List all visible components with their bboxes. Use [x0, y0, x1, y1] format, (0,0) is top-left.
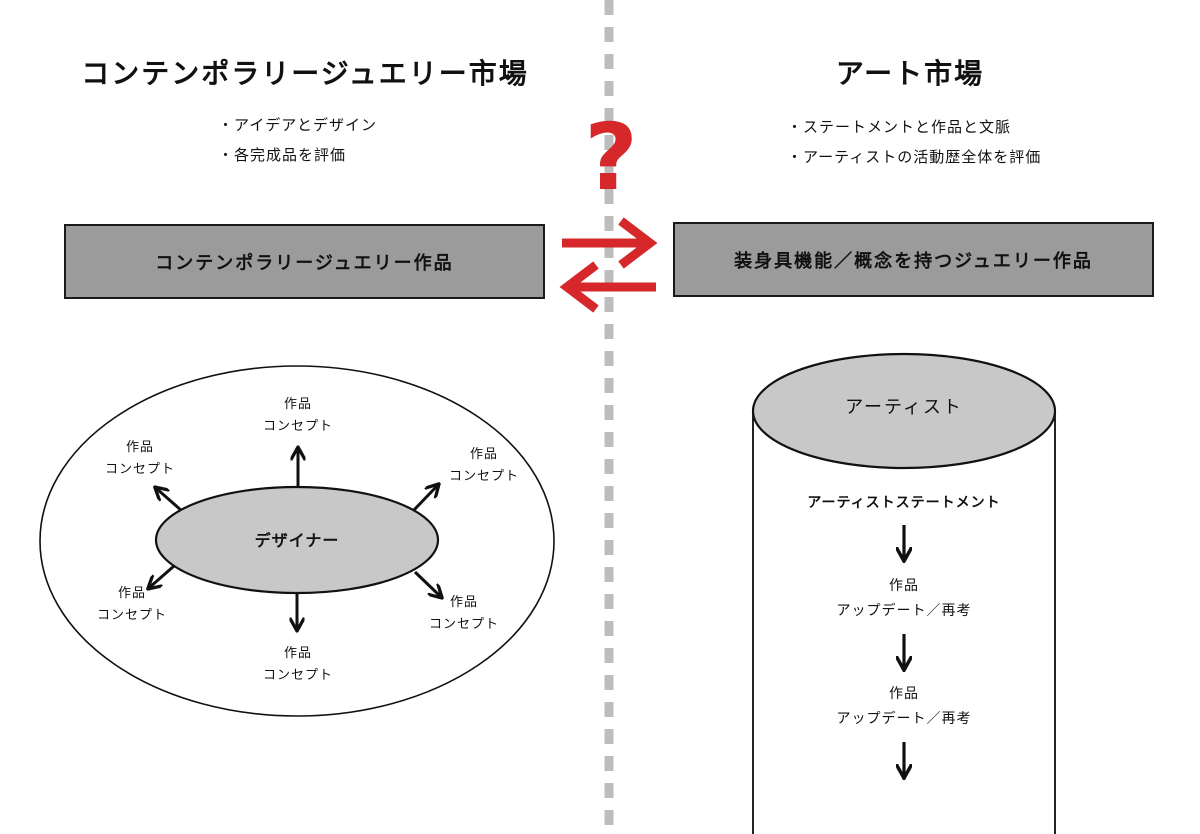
left-bullet-list: ・アイデアとデザイン ・各完成品を評価	[218, 110, 377, 170]
right-bullet-1: ・ステートメントと作品と文脈	[787, 118, 1012, 136]
arrow-upper-right	[411, 486, 437, 513]
work-update-step-1: 作品アップデート／再考	[836, 578, 972, 619]
concept-label-bottom: 作品コンセプト	[262, 646, 333, 683]
functional-concept-jewelry-box: 装身具機能／概念を持つジュエリー作品	[673, 222, 1154, 297]
arrow-lower-right	[413, 570, 440, 596]
contemporary-jewelry-work-box: コンテンポラリージュエリー作品	[64, 224, 545, 299]
concept-label-top: 作品コンセプト	[262, 397, 333, 434]
art-market-title: アート市場	[835, 57, 985, 90]
concept-label-upper-left: 作品コンセプト	[104, 440, 175, 477]
arrow-lower-left	[150, 564, 175, 587]
concept-label-lower-left: 作品コンセプト	[96, 586, 167, 623]
right-bullet-list: ・ステートメントと作品と文脈 ・アーティストの活動歴全体を評価	[787, 112, 1041, 172]
contemporary-jewelry-market-title: コンテンポラリージュエリー市場	[81, 57, 529, 90]
red-exchange-arrows	[559, 217, 658, 313]
artist-label: アーティスト	[845, 397, 963, 418]
concept-label-upper-right: 作品コンセプト	[448, 447, 519, 484]
question-mark-icon: ?	[584, 104, 638, 211]
contemporary-jewelry-work-label: コンテンポラリージュエリー作品	[155, 252, 454, 274]
artist-cylinder-top	[751, 352, 1057, 470]
right-bullet-2: ・アーティストの活動歴全体を評価	[787, 148, 1042, 166]
left-bullet-2: ・各完成品を評価	[218, 146, 347, 164]
functional-concept-jewelry-label: 装身具機能／概念を持つジュエリー作品	[734, 250, 1093, 272]
designer-ellipse	[154, 485, 440, 595]
designer-label: デザイナー	[254, 531, 340, 550]
artist-statement-label: アーティストステートメント	[807, 495, 1001, 511]
left-bullet-1: ・アイデアとデザイン	[218, 116, 377, 134]
arrow-upper-left	[157, 489, 183, 513]
concept-label-lower-right: 作品コンセプト	[428, 595, 499, 632]
work-update-step-2: 作品アップデート／再考	[836, 686, 972, 727]
